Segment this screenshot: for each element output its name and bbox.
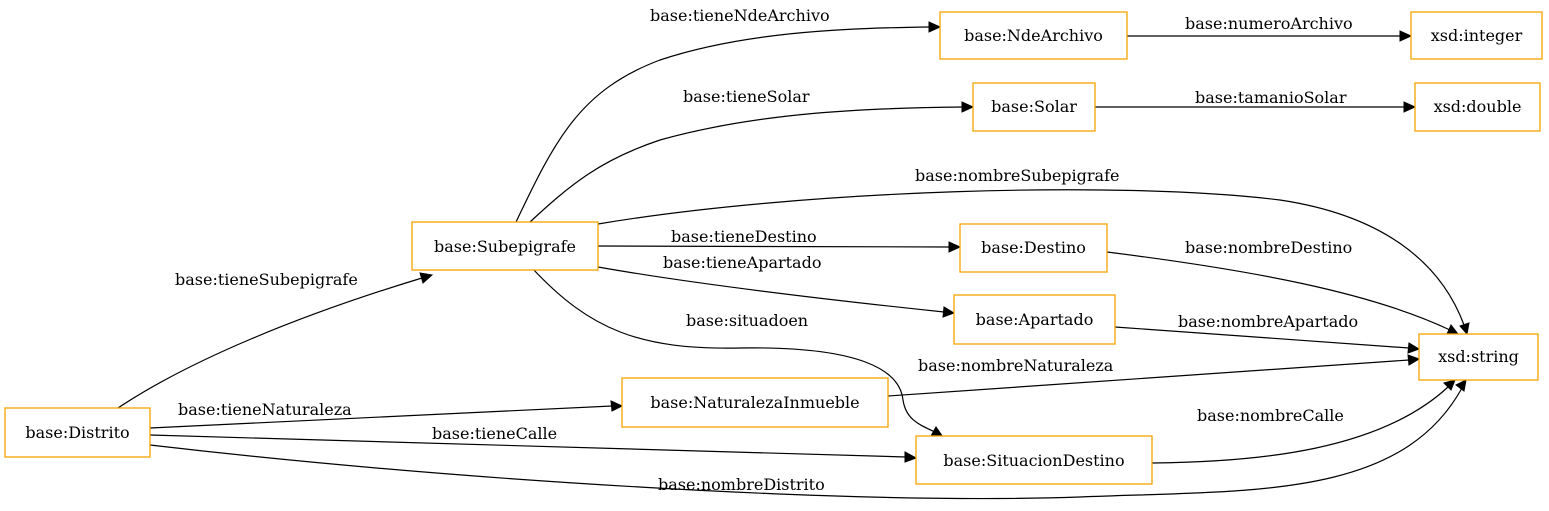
edge-label: base:tamanioSolar bbox=[1195, 88, 1347, 107]
edge-label: base:numeroArchivo bbox=[1185, 14, 1353, 33]
node-label: xsd:string bbox=[1438, 347, 1519, 366]
edge-label: base:tieneSolar bbox=[683, 87, 810, 106]
node-subepigrafe[interactable]: base:Subepigrafe bbox=[411, 221, 599, 271]
node-ndearchivo[interactable]: base:NdeArchivo bbox=[939, 11, 1128, 60]
edge-tieneDestino: base:tieneDestino bbox=[597, 227, 962, 253]
edge-label: base:tieneCalle bbox=[432, 424, 557, 443]
edge-tieneApartado: base:tieneApartado bbox=[597, 253, 956, 318]
node-double[interactable]: xsd:double bbox=[1414, 82, 1541, 132]
edge-tamanioSolar: base:tamanioSolar bbox=[1095, 88, 1417, 113]
node-destino[interactable]: base:Destino bbox=[959, 223, 1108, 273]
node-naturaleza[interactable]: base:NaturalezaInmueble bbox=[621, 377, 889, 428]
edge-tieneSubepigrafe: base:tieneSubepigrafe bbox=[117, 270, 434, 409]
edge-tieneSolar: base:tieneSolar bbox=[529, 87, 975, 223]
edge-label: base:nombreNaturaleza bbox=[918, 356, 1114, 375]
edge-label: base:tieneDestino bbox=[671, 227, 817, 246]
node-label: base:Apartado bbox=[976, 310, 1094, 329]
node-label: base:SituacionDestino bbox=[943, 451, 1124, 470]
edge-label: base:tieneNaturaleza bbox=[178, 400, 352, 419]
edge-tieneCalle: base:tieneCalle bbox=[149, 424, 918, 463]
node-label: base:Destino bbox=[981, 238, 1086, 257]
edge-label: base:nombreDestino bbox=[1185, 238, 1352, 257]
edge-numeroArchivo: base:numeroArchivo bbox=[1127, 14, 1413, 42]
node-label: base:NaturalezaInmueble bbox=[650, 393, 859, 412]
node-label: base:Subepigrafe bbox=[434, 237, 576, 256]
edge-label: base:tieneNdeArchivo bbox=[650, 6, 830, 25]
node-label: base:NdeArchivo bbox=[964, 26, 1103, 45]
node-label: base:Solar bbox=[991, 97, 1077, 116]
edge-label: base:situadoen bbox=[686, 311, 808, 330]
edge-tieneNaturaleza: base:tieneNaturaleza bbox=[149, 400, 624, 429]
edge-label: base:nombreDistrito bbox=[658, 475, 825, 494]
node-solar[interactable]: base:Solar bbox=[972, 82, 1096, 132]
edge-nombreApartado: base:nombreApartado bbox=[1114, 312, 1421, 354]
node-label: xsd:double bbox=[1434, 97, 1522, 116]
node-label: base:Distrito bbox=[25, 423, 129, 442]
edge-label: base:nombreSubepigrafe bbox=[915, 166, 1119, 185]
edge-label: base:tieneApartado bbox=[663, 253, 821, 272]
edge-nombreDistrito: base:nombreDistrito bbox=[149, 379, 1467, 500]
edge-label: base:tieneSubepigrafe bbox=[175, 270, 358, 289]
node-distrito[interactable]: base:Distrito bbox=[4, 407, 151, 458]
node-string[interactable]: xsd:string bbox=[1418, 333, 1539, 381]
edge-nombreSubepigrafe: base:nombreSubepigrafe bbox=[597, 166, 1470, 336]
node-situacion[interactable]: base:SituacionDestino bbox=[915, 435, 1153, 485]
node-apartado[interactable]: base:Apartado bbox=[953, 294, 1116, 345]
edge-nombreCalle: base:nombreCalle bbox=[1151, 379, 1456, 464]
edge-nombreNaturaleza: base:nombreNaturaleza bbox=[887, 354, 1421, 397]
edge-label: base:nombreCalle bbox=[1197, 406, 1344, 425]
node-integer[interactable]: xsd:integer bbox=[1410, 11, 1543, 60]
edge-label: base:nombreApartado bbox=[1178, 312, 1358, 331]
edge-tieneNdeArchivo: base:tieneNdeArchivo bbox=[515, 6, 942, 223]
edge-situadoen: base:situadoen bbox=[531, 267, 945, 438]
node-label: xsd:integer bbox=[1431, 26, 1523, 45]
